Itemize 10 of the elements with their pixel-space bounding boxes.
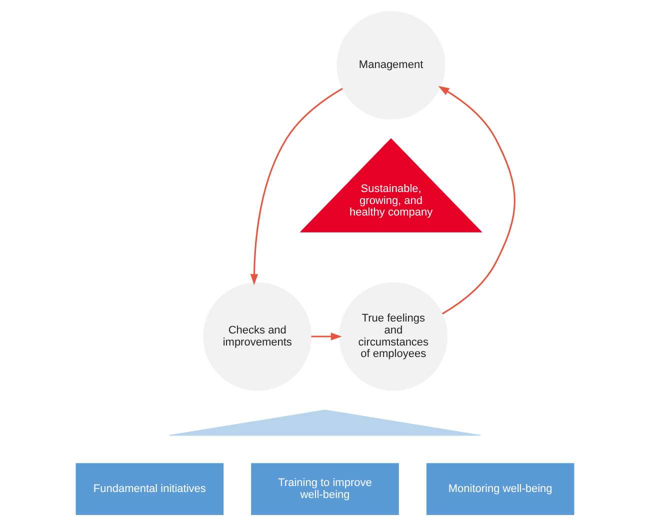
arrow [438, 86, 516, 314]
node-circle: True feelings and circumstances of employees [339, 282, 448, 391]
node-box: Monitoring well-being [426, 463, 574, 515]
arrow [311, 332, 342, 340]
node-triangle [168, 410, 482, 436]
node-circle: Management [336, 11, 446, 120]
node-box: Fundamental initiatives [76, 463, 224, 515]
arrow [250, 88, 343, 286]
node-box: Training to improve well-being [251, 463, 399, 515]
node-circle: Checks and improvements [203, 282, 312, 391]
